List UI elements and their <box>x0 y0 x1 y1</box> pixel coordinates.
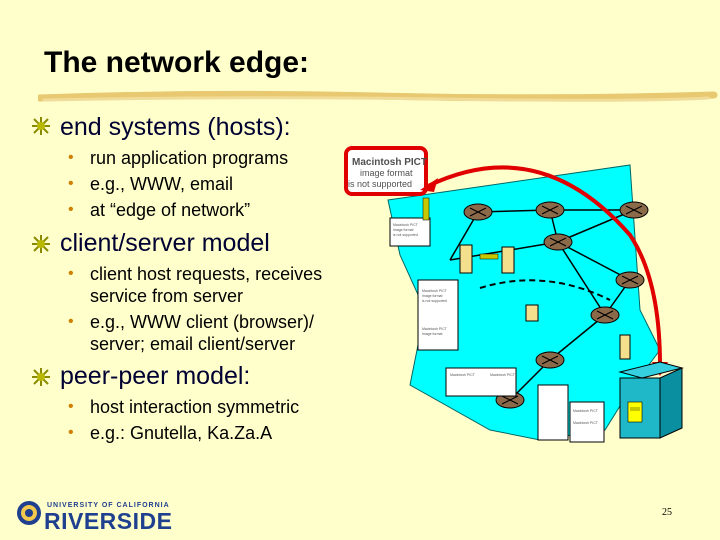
svg-text:Macintosh PICT: Macintosh PICT <box>573 409 599 413</box>
svg-text:Macintosh PICT: Macintosh PICT <box>573 421 599 425</box>
svg-text:Macintosh PICT: Macintosh PICT <box>490 373 516 377</box>
server-icon <box>618 361 684 439</box>
svg-text:Macintosh PICT: Macintosh PICT <box>393 223 419 227</box>
svg-text:is not supported: is not supported <box>393 233 418 237</box>
svg-text:image format: image format <box>393 228 413 232</box>
pict-placeholder-line: image format <box>360 168 413 178</box>
page-number: 25 <box>662 507 672 518</box>
bullet-item: •run application programs <box>68 148 289 168</box>
bullet-item: •client host requests, receives service … <box>68 264 323 306</box>
bullet-item: •e.g., WWW, email <box>68 174 234 194</box>
svg-text:image format: image format <box>422 332 442 336</box>
ucr-seal-icon <box>17 501 41 525</box>
svg-text:Macintosh PICT: Macintosh PICT <box>450 373 476 377</box>
bullet-star-icon <box>32 235 50 253</box>
pict-placeholder-line: Macintosh PICT <box>352 157 427 168</box>
svg-text:Macintosh PICT: Macintosh PICT <box>422 289 448 293</box>
svg-text:is not supported: is not supported <box>422 299 447 303</box>
bullet-item: •e.g., WWW client (browser)/ server; ema… <box>68 312 315 354</box>
title-underline <box>38 90 718 102</box>
bullet-item: •at “edge of network” <box>68 200 251 220</box>
bullet-star-icon <box>32 117 50 135</box>
svg-text:image format: image format <box>422 294 442 298</box>
logo-university-text: UNIVERSITY OF CALIFORNIA <box>47 502 170 509</box>
section-heading-end-systems: end systems (hosts): <box>60 113 291 141</box>
logo-riverside-text: RIVERSIDE <box>44 508 173 534</box>
bullet-item: • host interaction symmetric <box>68 397 300 417</box>
section-heading-client-server: client/server model <box>60 229 270 257</box>
svg-text:Macintosh PICT: Macintosh PICT <box>422 327 448 331</box>
pict-placeholder-line: is not supported <box>348 179 412 189</box>
bullet-star-icon <box>32 368 50 386</box>
section-heading-peer-peer: peer-peer model: <box>60 362 251 390</box>
slide-title: The network edge: <box>44 46 310 79</box>
bullet-item: •e.g.: Gnutella, Ka.Za.A <box>68 423 273 443</box>
